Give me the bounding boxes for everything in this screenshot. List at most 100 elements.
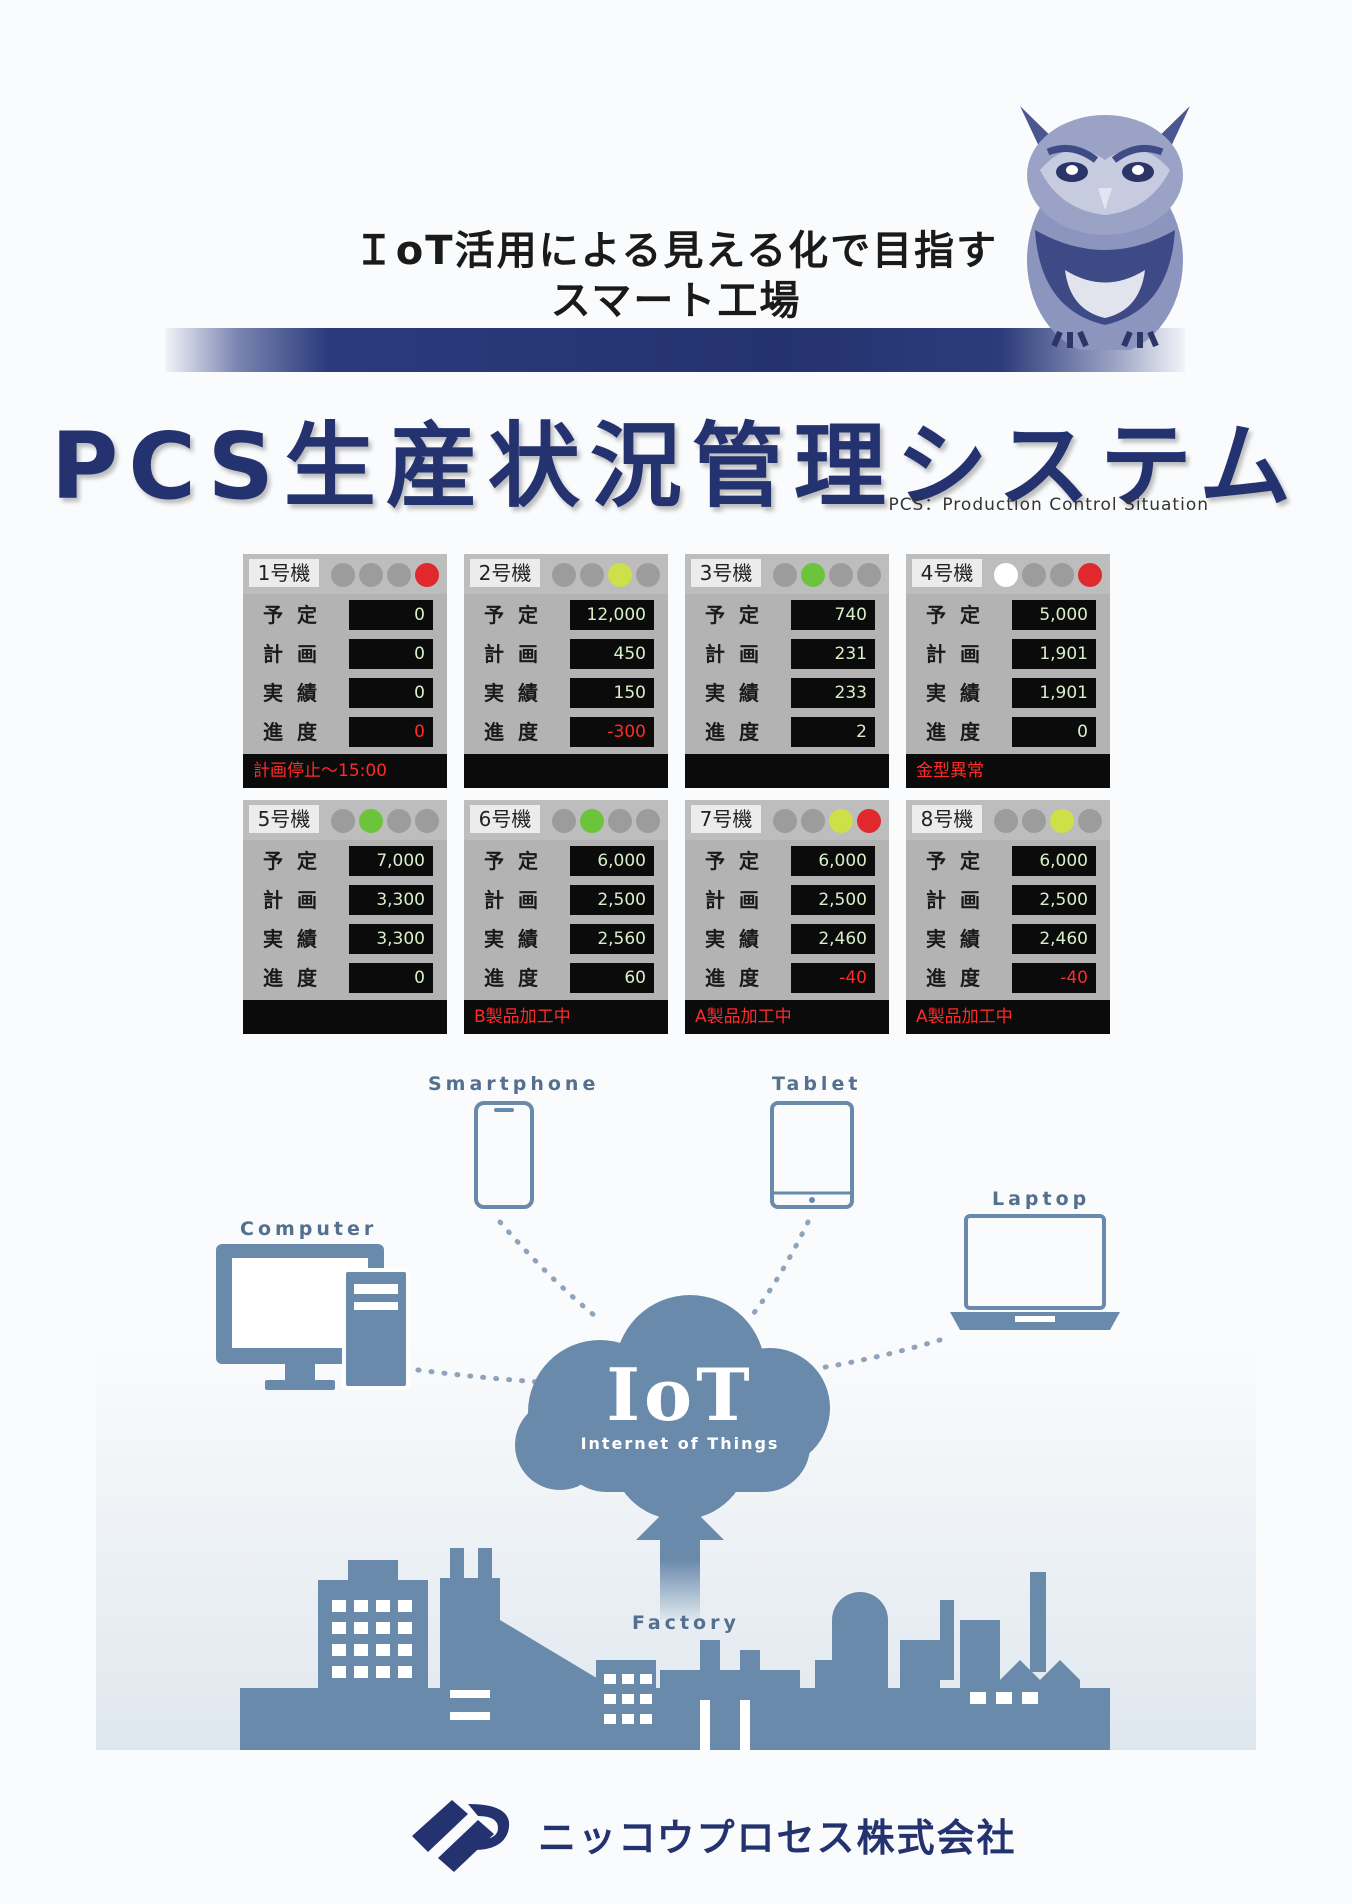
status-lamp-icon — [387, 563, 411, 587]
panel-row: 実績 150 — [464, 676, 668, 710]
row-value: 7,000 — [349, 846, 433, 876]
panel-status: 計画停止～15:00 — [243, 754, 447, 788]
machine-label: 4号機 — [912, 559, 982, 587]
status-lamp-icon — [359, 563, 383, 587]
company-logo-icon — [412, 1800, 510, 1872]
status-lamp-icon — [801, 563, 825, 587]
status-lamp-icon — [1050, 809, 1074, 833]
row-value: -40 — [791, 963, 875, 993]
computer-icon — [216, 1244, 410, 1390]
panel-status: 金型異常 — [906, 754, 1110, 788]
owl-mascot-icon — [1020, 106, 1190, 350]
status-lamp-icon — [1078, 809, 1102, 833]
row-value: 0 — [349, 678, 433, 708]
row-label: 進度 — [263, 966, 331, 990]
panel-header: 4号機 — [906, 554, 1110, 594]
panel-row: 予定 740 — [685, 598, 889, 632]
machine-label: 1号機 — [249, 559, 319, 587]
row-value: 0 — [349, 600, 433, 630]
panel-row: 実績 3,300 — [243, 922, 447, 956]
panel-header: 1号機 — [243, 554, 447, 594]
row-label: 計画 — [705, 642, 773, 666]
row-label: 実績 — [926, 927, 994, 951]
row-label: 計画 — [263, 888, 331, 912]
row-value: 1,901 — [1012, 639, 1096, 669]
status-lamp-icon — [387, 809, 411, 833]
machine-label: 3号機 — [691, 559, 761, 587]
panel-status: B製品加工中 — [464, 1000, 668, 1034]
row-value: 450 — [570, 639, 654, 669]
panel-row: 進度-40 — [906, 961, 1110, 995]
row-label: 予定 — [705, 603, 773, 627]
panel-status — [685, 754, 889, 788]
panel-row: 予定 7,000 — [243, 844, 447, 878]
status-lamps — [552, 563, 660, 587]
row-value: -300 — [570, 717, 654, 747]
row-label: 計画 — [263, 642, 331, 666]
row-label: 実績 — [484, 681, 552, 705]
row-label: 予定 — [926, 849, 994, 873]
panel-header: 3号機 — [685, 554, 889, 594]
laptop-icon — [950, 1214, 1120, 1330]
row-label: 進度 — [263, 720, 331, 744]
panel-header: 7号機 — [685, 800, 889, 840]
panel-row: 進度-40 — [685, 961, 889, 995]
row-label: 予定 — [926, 603, 994, 627]
status-lamp-icon — [1022, 563, 1046, 587]
row-label: 進度 — [705, 720, 773, 744]
row-value: 740 — [791, 600, 875, 630]
row-value: 2,560 — [570, 924, 654, 954]
machine-label: 7号機 — [691, 805, 761, 833]
row-label: 実績 — [484, 927, 552, 951]
row-label: 実績 — [705, 927, 773, 951]
header-band — [165, 328, 1185, 372]
row-label: 予定 — [705, 849, 773, 873]
main-title: PCS生産状況管理システム — [50, 413, 1302, 520]
status-lamp-icon — [857, 809, 881, 833]
smartphone-label: Smartphone — [428, 1073, 600, 1095]
panel-header: 5号機 — [243, 800, 447, 840]
status-lamp-icon — [608, 563, 632, 587]
panel-header: 8号機 — [906, 800, 1110, 840]
status-lamp-icon — [801, 809, 825, 833]
row-value: 5,000 — [1012, 600, 1096, 630]
row-value: 1,901 — [1012, 678, 1096, 708]
factory-label: Factory — [632, 1612, 740, 1634]
panel-status: A製品加工中 — [685, 1000, 889, 1034]
status-lamp-icon — [415, 563, 439, 587]
row-value: 3,300 — [349, 924, 433, 954]
status-lamps — [773, 809, 881, 833]
row-value: 60 — [570, 963, 654, 993]
iot-diagram — [216, 1101, 1120, 1750]
panel-header: 6号機 — [464, 800, 668, 840]
status-lamp-icon — [636, 809, 660, 833]
upward-arrow-icon — [636, 1496, 724, 1620]
row-value: 150 — [570, 678, 654, 708]
row-value: -40 — [1012, 963, 1096, 993]
subtitle-line-2: スマート工場 — [550, 278, 802, 324]
row-value: 12,000 — [570, 600, 654, 630]
row-label: 実績 — [263, 927, 331, 951]
status-lamp-icon — [1050, 563, 1074, 587]
row-label: 予定 — [263, 849, 331, 873]
status-lamps — [331, 563, 439, 587]
factory-windows — [332, 1600, 1038, 1750]
status-lamp-icon — [415, 809, 439, 833]
row-value: 0 — [349, 963, 433, 993]
status-lamp-icon — [636, 563, 660, 587]
